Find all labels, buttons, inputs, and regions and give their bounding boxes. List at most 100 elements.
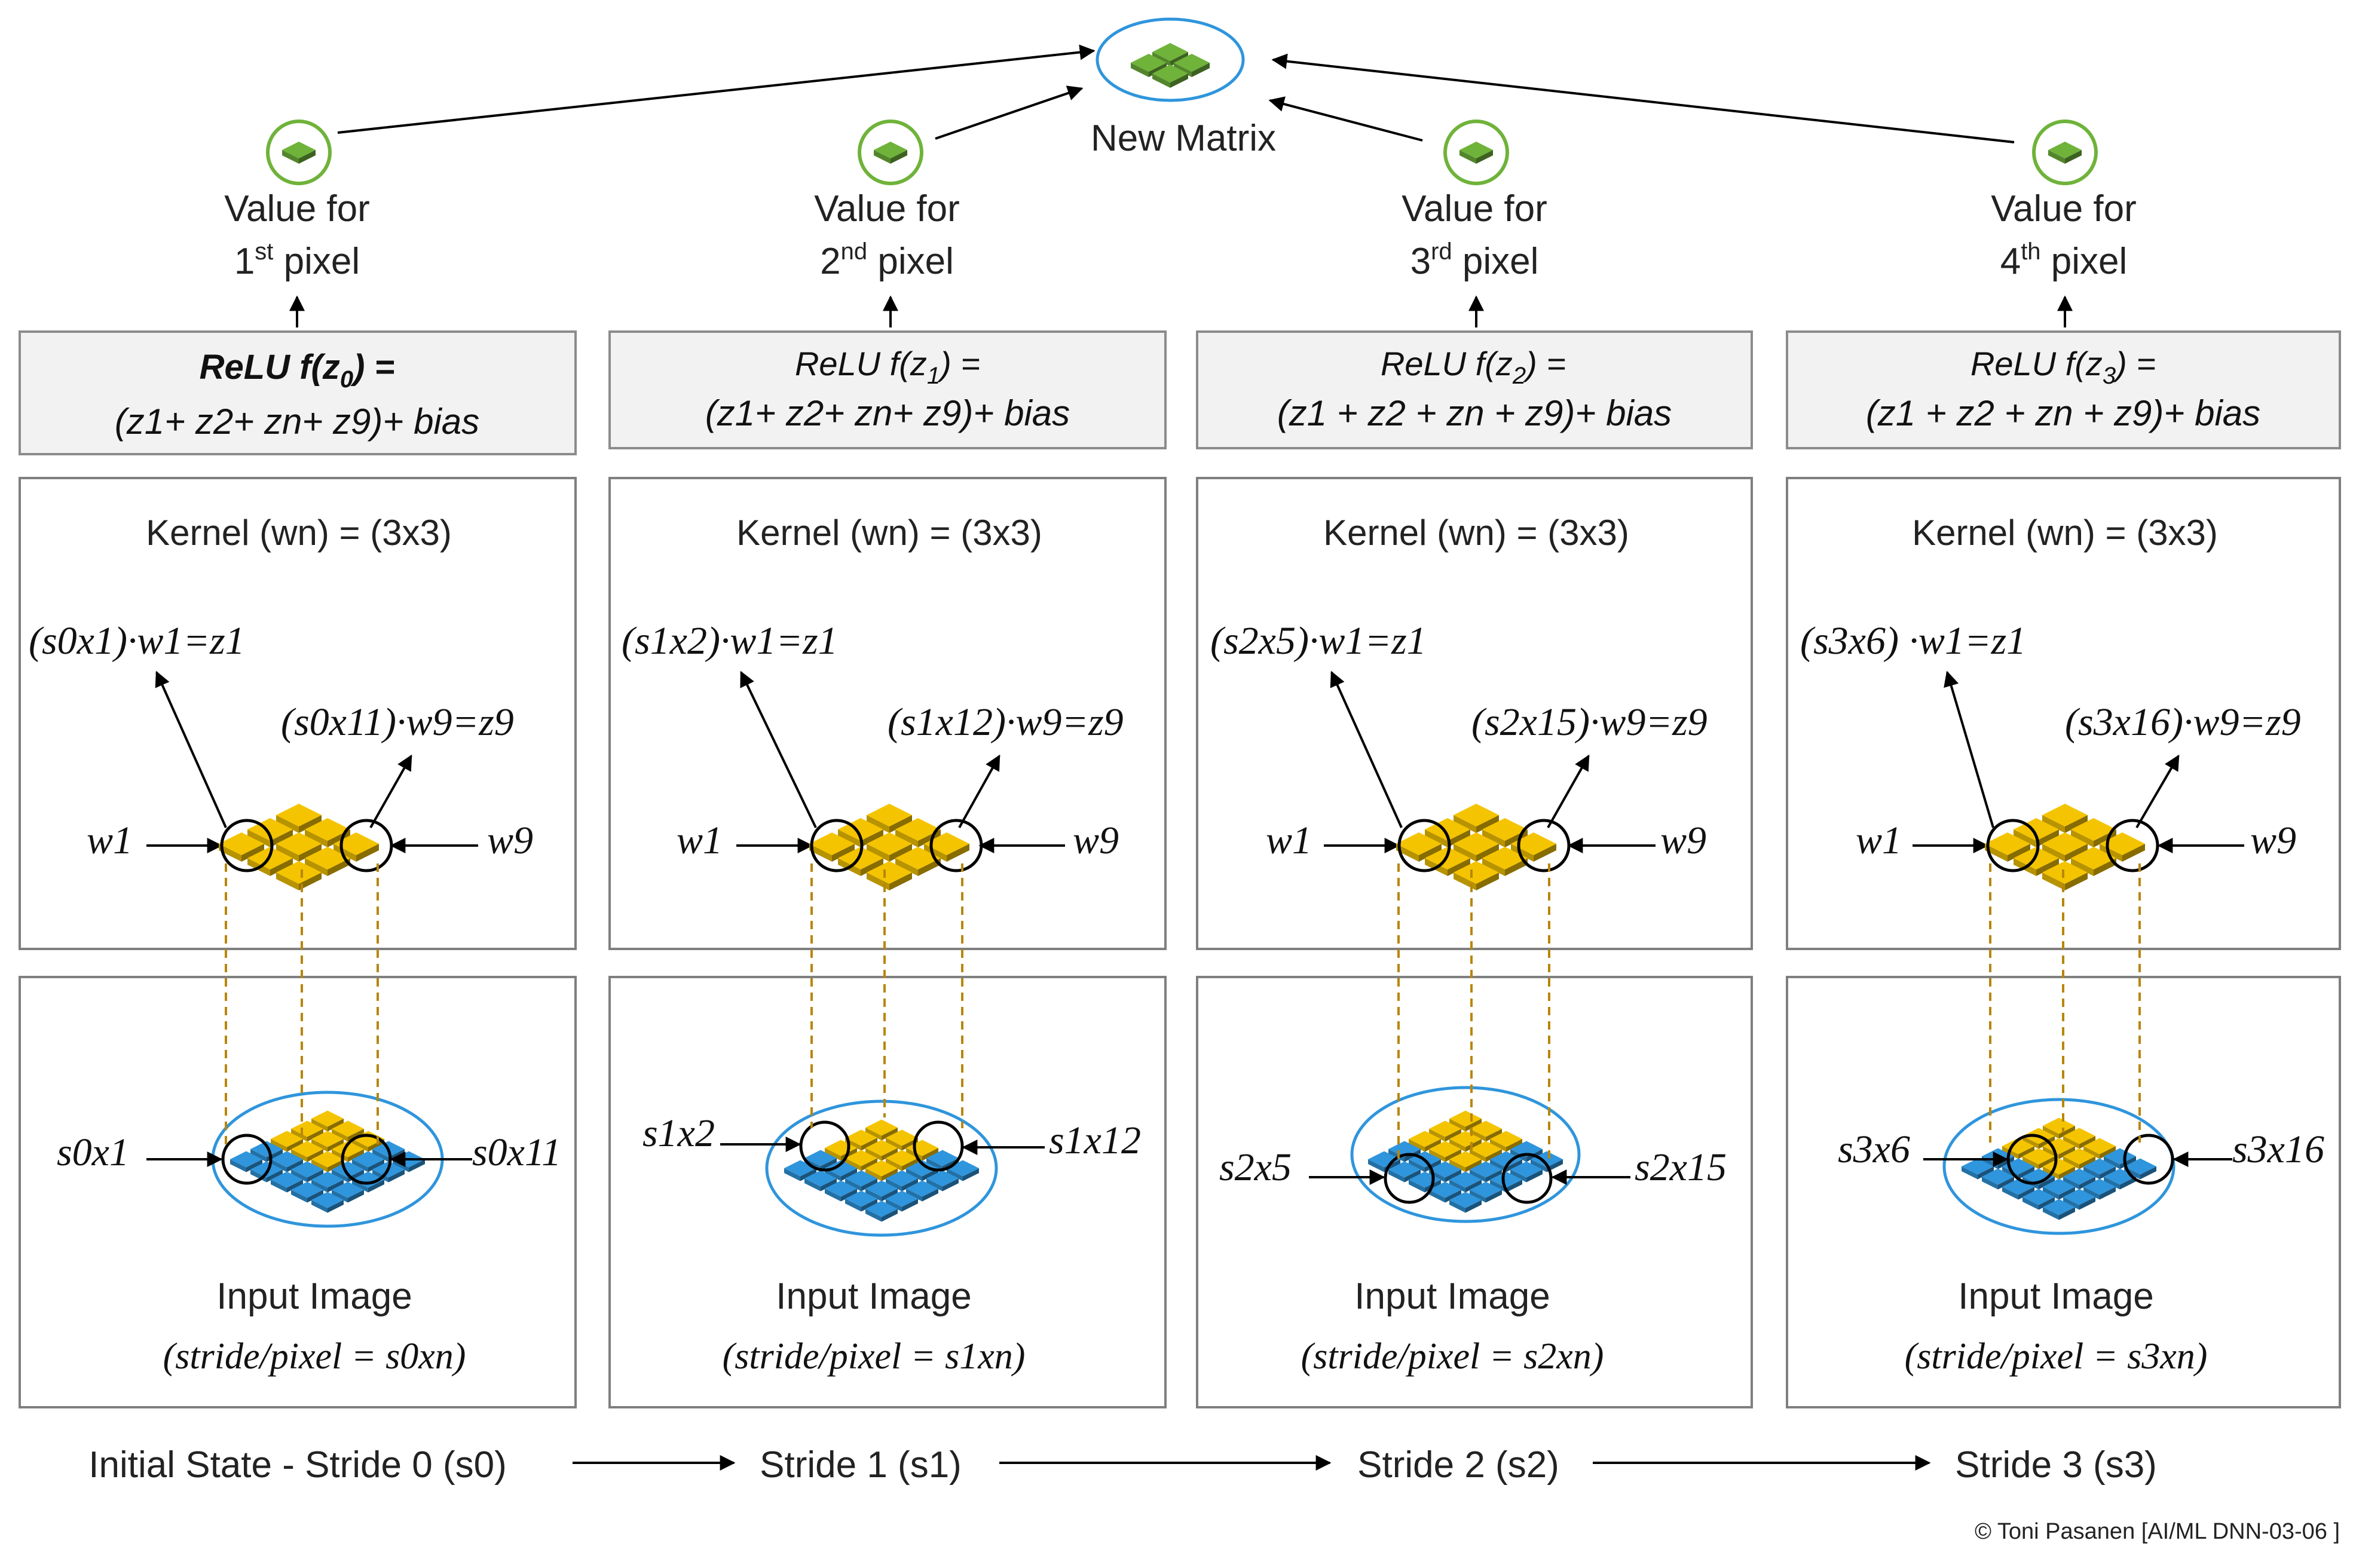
yellow-kernel-grid-icon: [219, 804, 379, 890]
yellow-kernel-grid-icon: [1985, 804, 2145, 890]
input-right-label: s3x16: [2232, 1128, 2324, 1171]
value-for-label: Value for: [1991, 188, 2137, 229]
pixel-value-4: Value for 4th pixel: [1991, 120, 2137, 327]
column-4: Value for 4th pixel ReLU f(z3) = (z1 + z…: [1786, 120, 2341, 1486]
relu-box-background: [1196, 330, 1753, 449]
relu-box-2: ReLU f(z1) = (z1+ z2+ zn+ z9)+ bias: [608, 330, 1167, 449]
weight-w1: w1: [677, 819, 723, 862]
new-matrix-label: New Matrix: [1091, 118, 1276, 159]
kernel-input-projection-1: [225, 863, 379, 1144]
relu-function-label: ReLU f(z0) =: [200, 348, 395, 393]
input-image-title: Input Image: [1354, 1276, 1550, 1317]
pixel-ordinal-label: 4th pixel: [2000, 238, 2128, 282]
weight-w1: w1: [87, 819, 133, 862]
pixel-value-1: Value for 1st pixel: [224, 120, 370, 327]
kernel-eq-right: (s1x12)·w9=z9: [888, 700, 1124, 744]
kernel-eq-top: (s3x6) ·w1=z1: [1800, 619, 2026, 663]
input-left-label: s1x2: [642, 1111, 715, 1155]
relu-function-label: ReLU f(z3) =: [1970, 345, 2156, 389]
arrow-to-eq-top: [155, 670, 227, 828]
stride-pixel-text: (stride/pixel = s1xn): [723, 1336, 1026, 1377]
kernel-title: Kernel (wn) = (3x3): [1912, 513, 2218, 553]
input-left-label: s3x6: [1838, 1128, 1910, 1171]
column-1: Value for 1st pixel ReLU f(z0) = (z1+ z2…: [19, 120, 577, 1486]
kernel-input-projection-3: [1397, 863, 1550, 1162]
relu-function-label: ReLU f(z2) =: [1381, 345, 1566, 389]
pixel-ordinal-label: 3rd pixel: [1410, 238, 1539, 282]
stride-footer-label: Stride 2 (s2): [1357, 1444, 1559, 1486]
weight-w9: w9: [1660, 819, 1706, 862]
pixel-value-3: Value for 3rd pixel: [1402, 120, 1547, 327]
stride-pixel-text: (stride/pixel = s0xn): [163, 1336, 466, 1377]
kernel-eq-right: (s0x11)·w9=z9: [281, 700, 514, 744]
kernel-eq-top: (s0x1)·w1=z1: [29, 619, 245, 663]
green-pixel-icon: [2048, 142, 2082, 164]
input-left-label: s2x5: [1219, 1146, 1292, 1189]
input-panel-1: s0x1 s0x11 Input Image (stride/pixel = s…: [19, 976, 577, 1408]
input-right-label: s1x12: [1049, 1119, 1141, 1162]
value-for-label: Value for: [1402, 188, 1547, 229]
weight-w1: w1: [1266, 819, 1312, 862]
kernel-circle-w1: [220, 819, 274, 872]
value-for-label: Value for: [814, 188, 960, 229]
weight-w1: w1: [1856, 819, 1902, 862]
arrow-pixel4-to-matrix: [1271, 53, 2015, 143]
kernel-title: Kernel (wn) = (3x3): [1323, 513, 1629, 553]
input-circle-right: [1501, 1153, 1553, 1204]
input-panel-2: s1x2 s1x12 Input Image (stride/pixel = s…: [608, 976, 1167, 1408]
value-for-label: Value for: [224, 188, 370, 229]
green-pixel-icon: [874, 142, 907, 164]
input-circle-left: [1384, 1153, 1435, 1204]
weight-w9: w9: [2250, 819, 2296, 862]
arrow-pixel1-to-matrix: [337, 44, 1096, 134]
relu-box-background: [19, 330, 577, 455]
kernel-panel-1: Kernel (wn) = (3x3) (s0x1)·w1=z1 (s0x11)…: [19, 477, 577, 950]
input-panel-4: s3x6 s3x16 Input Image (stride/pixel = s…: [1786, 976, 2341, 1408]
input-panel-3: s2x5 s2x15 Input Image (stride/pixel = s…: [1196, 976, 1753, 1408]
output-arrows: [337, 44, 2015, 143]
kernel-input-projection-4: [1989, 863, 2141, 1143]
yellow-kernel-grid-icon: [809, 804, 969, 890]
green-pixel-icon: [1459, 142, 1493, 164]
kernel-title: Kernel (wn) = (3x3): [146, 513, 452, 553]
kernel-panel-4: Kernel (wn) = (3x3) (s3x6) ·w1=z1 (s3x16…: [1786, 477, 2341, 950]
arrow-to-eq-right: [958, 754, 1000, 828]
blue-input-grid-icon: [1368, 1110, 1563, 1213]
arrow-to-eq-right: [369, 754, 412, 828]
arrow-to-eq-top: [740, 670, 817, 828]
relu-box-background: [1786, 330, 2341, 449]
relu-sum-formula: (z1 + z2 + zn + z9)+ bias: [1277, 393, 1672, 433]
arrow-pixel3-to-matrix: [1268, 96, 1423, 142]
blue-input-grid-icon: [1962, 1117, 2156, 1220]
stride-footer-label: Stride 1 (s1): [760, 1444, 962, 1486]
green-pixel-icon: [282, 142, 316, 164]
stride-pixel-text: (stride/pixel = s3xn): [1905, 1336, 2208, 1377]
blue-input-grid-icon: [784, 1119, 979, 1222]
arrow-to-eq-top: [1330, 670, 1403, 828]
kernel-circle-w9: [339, 819, 393, 872]
copyright-text: © Toni Pasanen [AI/ML DNN-03-06 ]: [1975, 1519, 2340, 1544]
green-matrix-icon: [1131, 43, 1210, 88]
kernel-title: Kernel (wn) = (3x3): [736, 513, 1042, 553]
relu-box-background: [608, 330, 1167, 449]
arrow-pixel2-to-matrix: [935, 85, 1084, 140]
relu-box-4: ReLU f(z3) = (z1 + z2 + zn + z9)+ bias: [1786, 330, 2341, 449]
kernel-eq-right: (s2x15)·w9=z9: [1471, 700, 1708, 744]
pixel-ordinal-label: 1st pixel: [234, 238, 360, 282]
arrow-to-eq-right: [1547, 754, 1590, 828]
kernel-circle-w9: [2106, 819, 2159, 872]
kernel-panel-2: Kernel (wn) = (3x3) (s1x2)·w1=z1 (s1x12)…: [608, 477, 1167, 950]
kernel-circle-w1: [1397, 819, 1451, 872]
blue-input-grid-icon: [230, 1110, 425, 1213]
relu-sum-formula: (z1 + z2 + zn + z9)+ bias: [1866, 393, 2260, 433]
stride-pixel-text: (stride/pixel = s2xn): [1301, 1336, 1604, 1377]
pixel-ordinal-label: 2nd pixel: [820, 238, 954, 282]
arrow-to-eq-right: [2135, 754, 2180, 829]
relu-sum-formula: (z1+ z2+ zn+ z9)+ bias: [705, 393, 1070, 433]
column-2: Value for 2nd pixel ReLU f(z1) = (z1+ z2…: [608, 120, 1167, 1486]
input-right-label: s2x15: [1635, 1146, 1727, 1189]
input-panel-border: [1196, 976, 1753, 1408]
kernel-eq-right: (s3x16)·w9=z9: [2065, 700, 2301, 744]
input-image-title: Input Image: [776, 1276, 971, 1317]
